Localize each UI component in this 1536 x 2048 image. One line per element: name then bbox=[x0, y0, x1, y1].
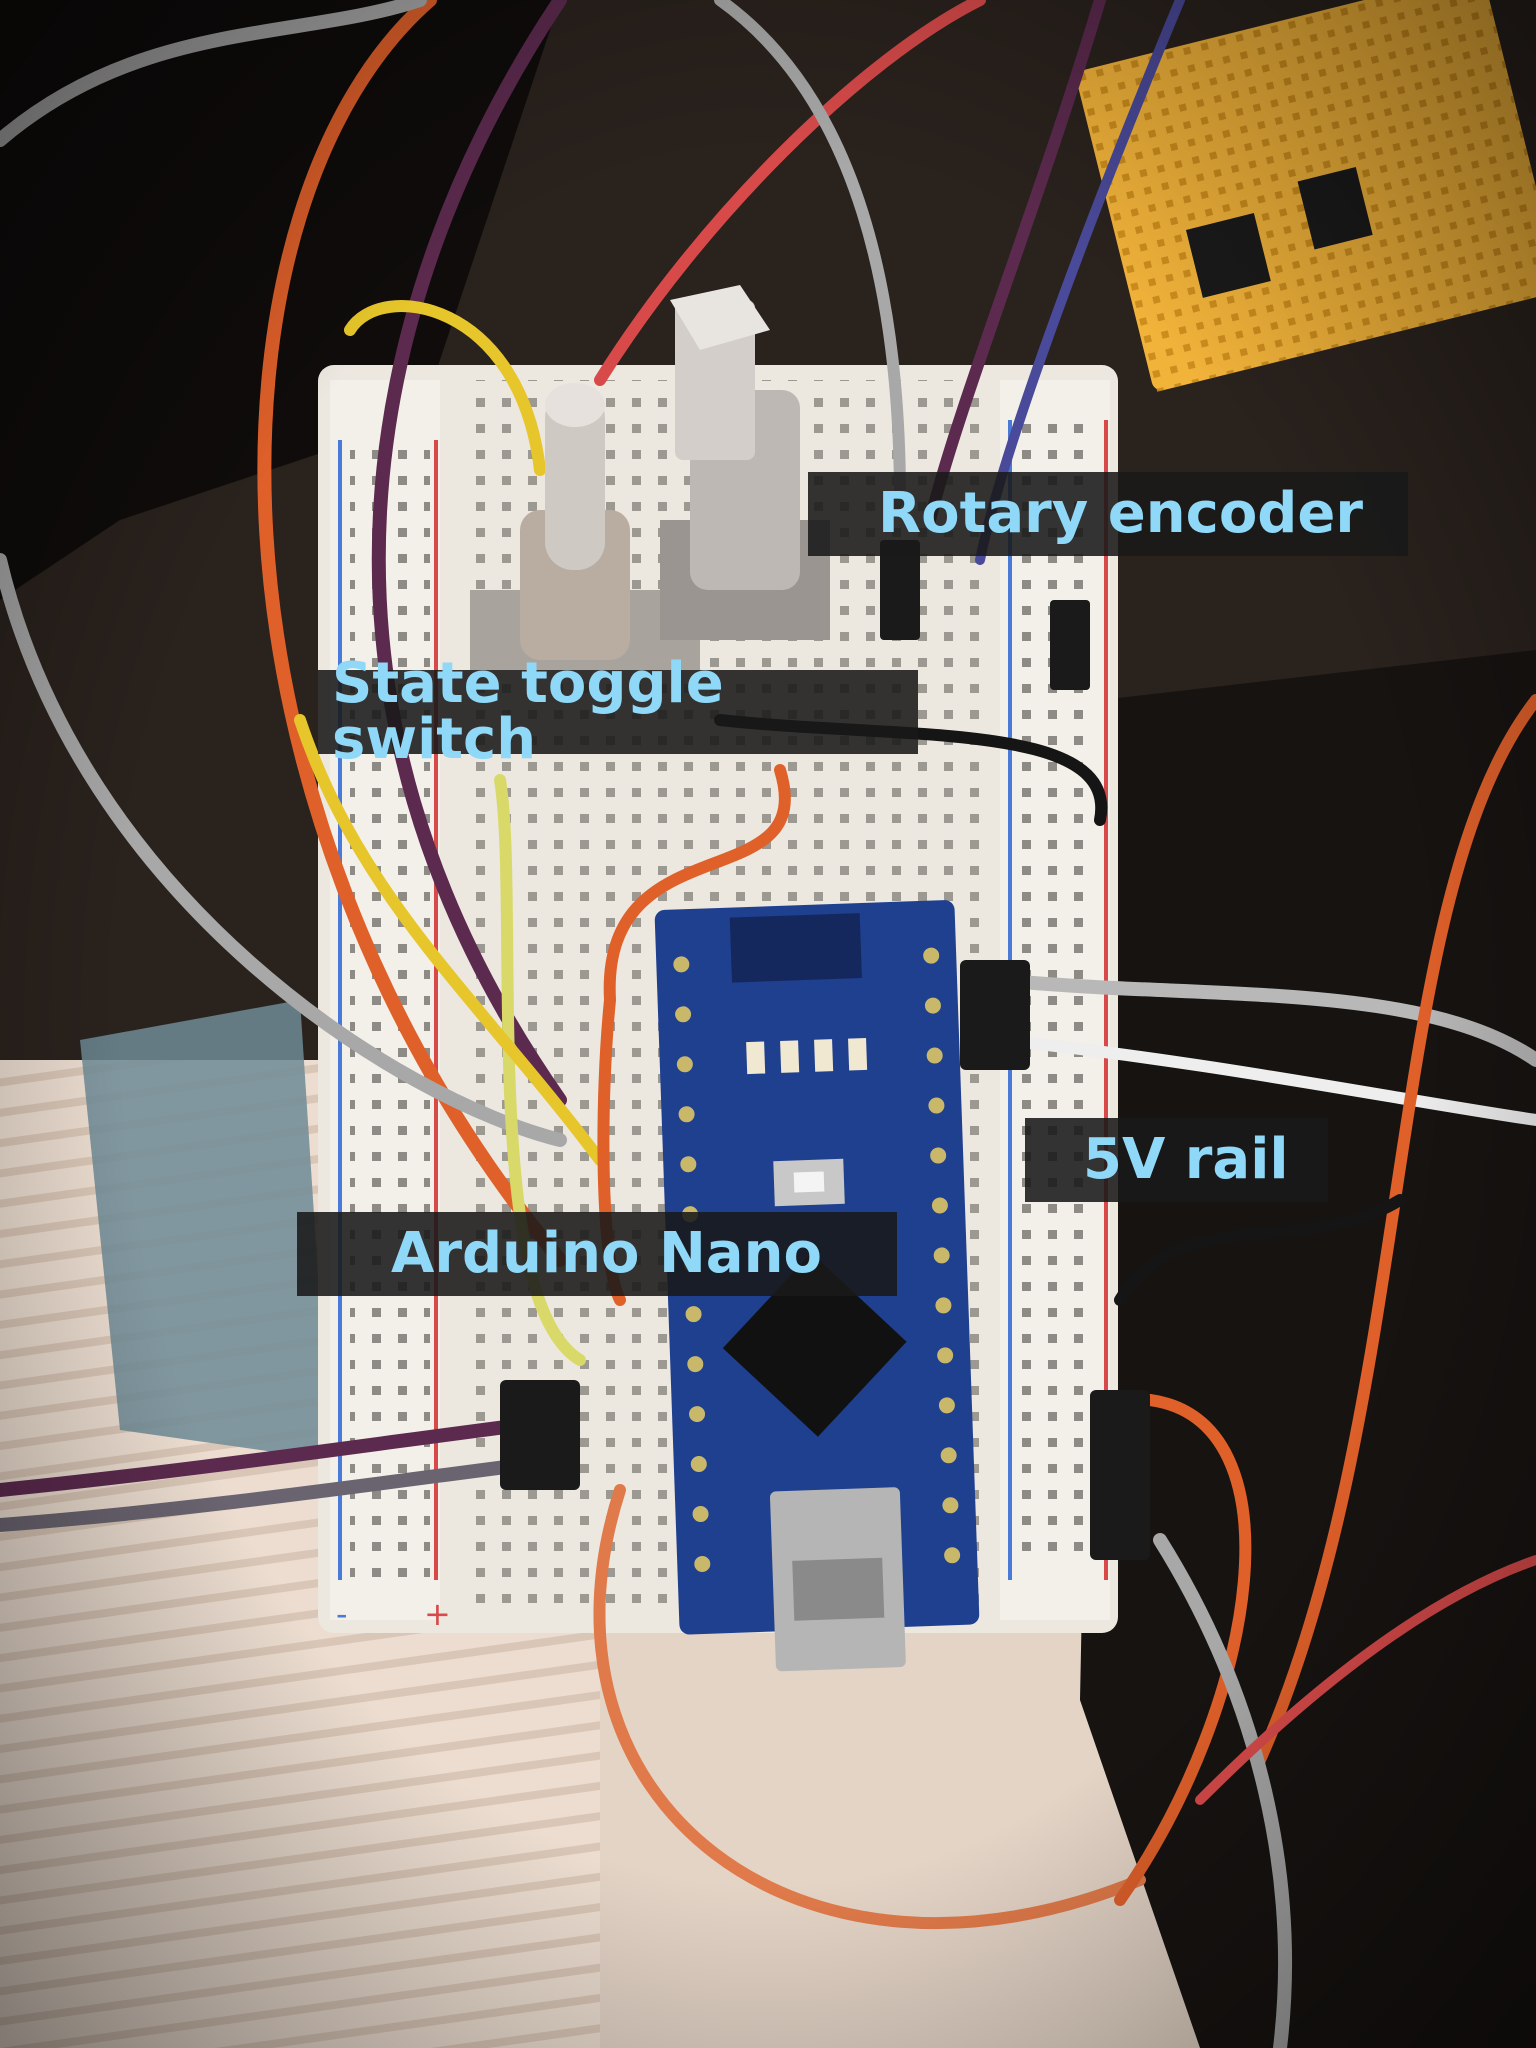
arduino-nano-label: Arduino Nano bbox=[297, 1212, 897, 1296]
five-volt-rail-label: 5V rail bbox=[1025, 1118, 1328, 1202]
rotary-encoder-label-text: Rotary encoder bbox=[878, 481, 1363, 546]
arduino-nano-label-text: Arduino Nano bbox=[391, 1221, 822, 1286]
state-toggle-switch-label: State toggle switch bbox=[318, 656, 918, 768]
rotary-encoder-label: Rotary encoder bbox=[808, 472, 1408, 556]
five-volt-rail-label-text: 5V rail bbox=[1083, 1127, 1289, 1192]
state-toggle-switch-label-text: State toggle switch bbox=[332, 651, 724, 772]
